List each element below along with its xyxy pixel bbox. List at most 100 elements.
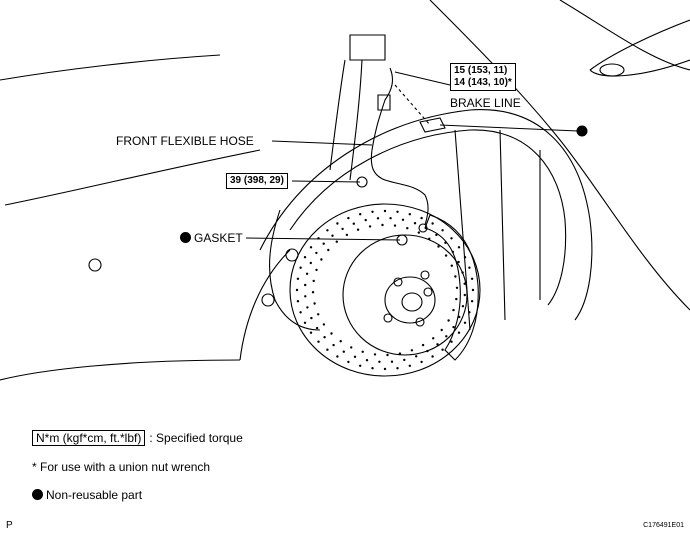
disc-hole xyxy=(457,331,461,334)
disc-hole xyxy=(365,359,369,362)
disc-hole xyxy=(336,222,339,225)
wheel-house-arch xyxy=(259,109,593,321)
disc-hole xyxy=(463,321,467,324)
disc-hole xyxy=(299,311,302,314)
leader-non-reusable-bracket xyxy=(439,124,579,132)
disc-hole xyxy=(371,367,374,370)
disc-hole xyxy=(431,355,434,358)
disc-hole xyxy=(389,217,392,220)
torque-brake-line-1: 15 (153, 11) xyxy=(454,65,508,76)
bumper-curve xyxy=(239,249,291,361)
disc-hole xyxy=(437,245,440,248)
disc-hole xyxy=(359,364,362,367)
disc-hole xyxy=(457,260,460,264)
disc-hole xyxy=(356,228,360,231)
disc-hole xyxy=(320,258,323,261)
disc-hole xyxy=(413,222,417,225)
disc-hole xyxy=(451,250,455,254)
legend-non-reusable-text: Non-reusable part xyxy=(46,488,143,502)
disc-hole xyxy=(452,325,455,329)
bumper-edge xyxy=(0,359,241,381)
disc-hole xyxy=(339,340,342,343)
disc-hole xyxy=(436,343,439,346)
brake-disc-inner xyxy=(342,234,468,356)
disc-hole xyxy=(468,311,471,314)
disc-hole xyxy=(393,224,397,227)
fender-front xyxy=(559,0,690,71)
disc-hole xyxy=(421,343,425,347)
torque-brake-line-box: 15 (153, 11) 14 (143, 10)* xyxy=(450,63,516,91)
disc-hole xyxy=(457,246,461,249)
disc-hole xyxy=(445,335,448,338)
disc-hole xyxy=(347,360,350,364)
disc-hole xyxy=(303,256,307,259)
disc-hole xyxy=(353,355,357,358)
disc-hole xyxy=(368,225,372,228)
disc-hole xyxy=(296,277,300,280)
disc-hole xyxy=(361,350,364,353)
disc-hole xyxy=(315,326,319,330)
disc-hole xyxy=(461,305,465,308)
disc-hole xyxy=(304,283,307,287)
disc-hole xyxy=(373,353,377,356)
front-flexible-hose-label: FRONT FLEXIBLE HOSE xyxy=(116,134,254,148)
disc-hole xyxy=(455,297,458,301)
disc-hole xyxy=(359,213,362,216)
disc-hole xyxy=(431,222,434,225)
flexible-hose xyxy=(370,149,429,226)
bracket xyxy=(419,117,446,133)
gasket-label: GASKET xyxy=(180,231,243,245)
hose-fitting-top xyxy=(377,94,391,111)
disc-hole xyxy=(410,349,414,352)
disc-hole xyxy=(383,367,387,371)
lug-stud-2 xyxy=(423,287,433,297)
disc-hole xyxy=(386,353,389,357)
disc-hole xyxy=(425,227,428,230)
strut-upper xyxy=(329,59,363,181)
disc-hole xyxy=(371,210,374,213)
disc-hole xyxy=(454,275,457,278)
dashed-guide xyxy=(394,84,431,126)
disc-hole xyxy=(295,288,299,292)
disc-hole xyxy=(463,256,467,259)
disc-hole xyxy=(428,237,431,240)
strut-cap xyxy=(349,34,386,61)
disc-hole xyxy=(326,229,329,232)
disc-hole xyxy=(313,302,316,305)
disc-hole xyxy=(327,248,330,252)
disc-hole xyxy=(458,315,461,319)
disc-hole xyxy=(326,348,329,351)
lug-stud-5 xyxy=(420,270,430,280)
disc-hole xyxy=(315,268,318,272)
disc-hole xyxy=(440,328,443,332)
fender-top xyxy=(429,0,690,311)
disc-hole xyxy=(311,291,315,294)
lamp-outline xyxy=(589,19,690,77)
disc-hole xyxy=(415,355,418,358)
disc-hole xyxy=(470,277,474,280)
disc-hole xyxy=(441,348,444,351)
disc-hole xyxy=(401,218,405,221)
brake-disc-outer xyxy=(289,203,481,377)
disc-hole xyxy=(309,246,313,249)
legend-torque-unit: N*m (kgf*cm, ft.*lbf) xyxy=(32,430,146,446)
disc-hole xyxy=(450,237,453,240)
legend-union-nut-note: * For use with a union nut wrench xyxy=(32,460,211,474)
disc-hole xyxy=(450,264,453,267)
disc-hole xyxy=(435,233,438,237)
gasket-text: GASKET xyxy=(194,231,243,245)
disc-holes xyxy=(295,209,475,371)
torque-union-bolt-box: 39 (398, 29) xyxy=(226,173,288,189)
disc-hole xyxy=(383,209,387,213)
legend-torque: N*m (kgf*cm, ft.*lbf): Specified torque xyxy=(32,430,243,446)
disc-hole xyxy=(381,223,384,227)
disc-hole xyxy=(345,233,349,237)
disc-hole xyxy=(420,360,423,364)
disc-hole xyxy=(296,300,300,303)
disc-hole xyxy=(403,358,406,362)
knuckle-bolt-2 xyxy=(261,293,275,307)
caliper xyxy=(424,214,479,361)
disc-hole xyxy=(310,316,313,320)
disc-hole xyxy=(463,282,466,285)
disc-hole xyxy=(323,336,326,339)
